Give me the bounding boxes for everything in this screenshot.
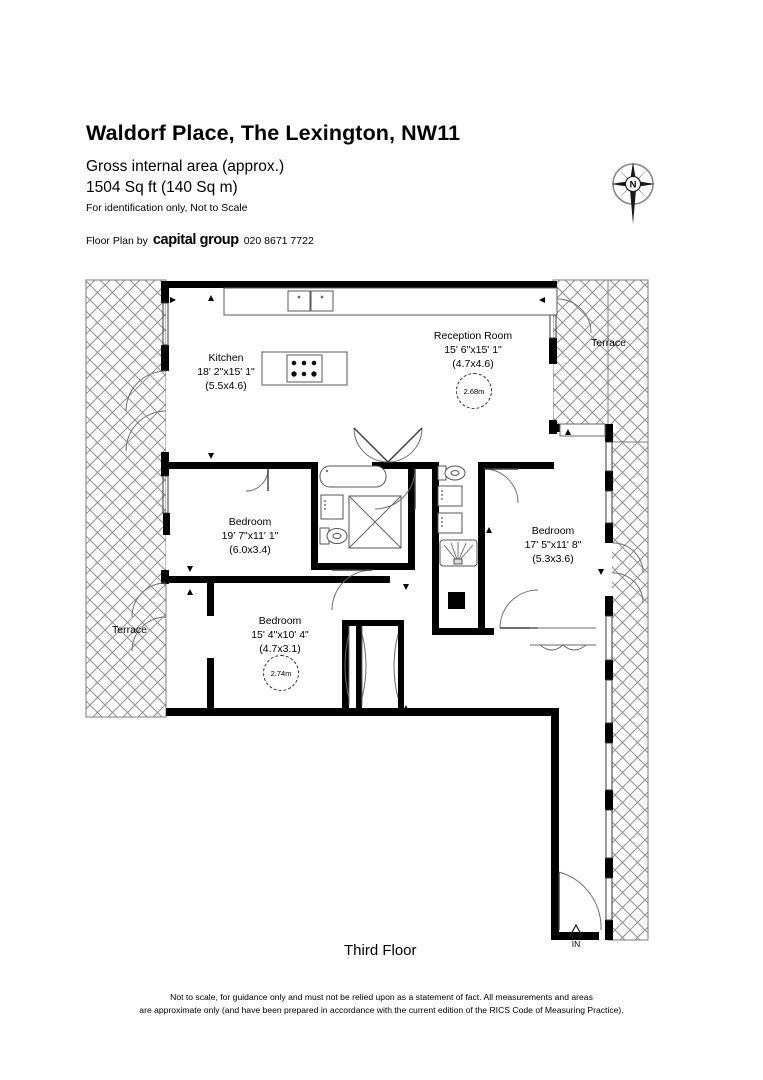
terrace-right-hatch — [552, 279, 649, 941]
bedroom-three-ceiling-height: 2.74m — [263, 655, 299, 691]
bedroom-three-ceiling-value: 2.74m — [270, 668, 292, 678]
bathroom-fittings — [319, 465, 402, 549]
floorplan-credit: Floor Plan by capital group 020 8671 772… — [86, 232, 314, 248]
bedroom-two-dimensions-metric: (5.3x3.6) — [532, 552, 574, 565]
kitchen-dimensions-imperial: 18' 2"x15' 1" — [197, 365, 255, 378]
service-riser — [448, 592, 465, 609]
door-swings — [125, 298, 644, 931]
disclaimer-line-1: Not to scale, for guidance only and must… — [170, 992, 593, 1002]
ensuite-fittings — [437, 465, 478, 567]
bedroom2-fitted-unit — [530, 627, 596, 651]
compass-north-label: N — [630, 180, 637, 191]
reception-room-dimensions-imperial: 15' 6"x15' 1" — [444, 343, 502, 356]
terrace-left-hatch — [85, 279, 167, 718]
reception-room-dimensions-metric: (4.7x4.6) — [452, 357, 494, 370]
floor-name-label: Third Floor — [344, 942, 417, 959]
internal-walls — [166, 462, 554, 710]
identification-note: For identification only, Not to Scale — [86, 202, 248, 215]
plan-header: Waldorf Place, The Lexington, NW11 Gross… — [86, 121, 606, 215]
capital-group-logo: capital group — [152, 232, 239, 248]
entrance-triangle-icon — [568, 923, 584, 937]
room-label-kitchen: Kitchen 18' 2"x15' 1" (5.5x4.6) — [166, 352, 286, 394]
disclaimer-line-2: are approximate only (and have been prep… — [139, 1005, 624, 1016]
room-label-reception-room: Reception Room 15' 6"x15' 1" (4.7x4.6) — [398, 330, 548, 372]
reception-terrace-rail — [559, 423, 606, 437]
reception-room-name: Reception Room — [433, 330, 513, 342]
bedroom-three-dimensions-metric: (4.7x3.1) — [259, 642, 301, 655]
right-wall-windows — [549, 298, 613, 921]
bedroom-two-dimensions-imperial: 17' 5"x11' 8" — [524, 538, 582, 551]
entrance-in-label: IN — [571, 939, 581, 949]
reception-ceiling-value: 2.68m — [463, 386, 485, 396]
room-label-bedroom-three: Bedroom 15' 4"x10' 4" (4.7x3.1) — [222, 615, 338, 657]
kitchen-name: Kitchen — [208, 352, 244, 364]
terrace-label-left: Terrace — [112, 624, 148, 636]
bedroom-three-name: Bedroom — [258, 615, 302, 627]
door-leaves — [267, 427, 560, 930]
gross-internal-area-value: 1504 Sq ft (140 Sq m) — [86, 178, 238, 196]
disclaimer-footer: Not to scale, for guidance only and must… — [0, 991, 763, 1018]
credit-phone-number: 020 8671 7722 — [243, 235, 314, 247]
room-label-bedroom-one: Bedroom 19' 7"x11' 1" (6.0x3.4) — [190, 516, 310, 558]
gross-internal-area-label: Gross internal area (approx.) — [86, 157, 285, 175]
room-label-bedroom-two: Bedroom 17' 5"x11' 8" (5.3x3.6) — [498, 525, 608, 567]
left-wall-windows — [162, 302, 169, 514]
bedroom-one-dimensions-imperial: 19' 7"x11' 1" — [221, 529, 279, 542]
bedroom-one-dimensions-metric: (6.0x3.4) — [229, 543, 271, 556]
compass-rose-icon: N — [602, 156, 668, 226]
terrace-label-right: Terrace — [591, 337, 627, 349]
kitchen-dimensions-metric: (5.5x4.6) — [205, 379, 247, 392]
kitchen-hob-icon — [291, 360, 317, 377]
bedroom-two-name: Bedroom — [531, 525, 575, 537]
wardrobe-units — [344, 626, 399, 705]
reception-ceiling-height: 2.68m — [456, 373, 492, 409]
page-title: Waldorf Place, The Lexington, NW11 — [86, 121, 461, 145]
bedroom-one-name: Bedroom — [228, 516, 272, 528]
bedroom-three-dimensions-imperial: 15' 4"x10' 4" — [251, 628, 309, 641]
credit-prefix: Floor Plan by — [86, 235, 148, 247]
